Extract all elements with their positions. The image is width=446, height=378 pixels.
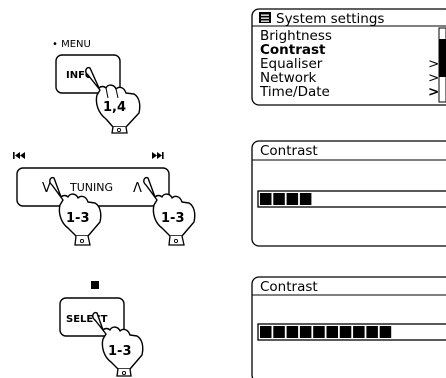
contrast-screen-low: Contrast <box>251 140 446 247</box>
tuning-down-symbol[interactable]: V <box>42 181 51 196</box>
contrast-segment <box>273 193 285 205</box>
contrast-segment <box>313 326 325 338</box>
menu-item-brightness[interactable]: Brightness <box>260 28 332 44</box>
tuning-up-symbol: Λ <box>133 181 142 196</box>
contrast-segment <box>286 193 299 205</box>
contrast-segment <box>353 326 365 338</box>
select-button-group: SELECT 1-3 <box>59 281 144 377</box>
info-button-group: • MENU INFO 1,4 <box>52 39 141 134</box>
contrast-level-segments <box>260 326 392 338</box>
screen-title: System settings <box>276 11 384 27</box>
contrast-segment <box>326 326 338 338</box>
step-number-label: 1,4 <box>103 100 126 115</box>
step-number-label: 1-3 <box>161 211 185 226</box>
contrast-segment <box>299 193 312 205</box>
menu-item-contrast[interactable]: Contrast <box>260 42 326 58</box>
contrast-level-bar <box>257 323 446 341</box>
step-number-label: 1-3 <box>108 344 132 359</box>
skip-forward-icon <box>152 152 164 159</box>
pointing-hand-icon <box>143 176 196 246</box>
scrollbar[interactable] <box>438 27 446 103</box>
contrast-segment <box>286 326 299 338</box>
submenu-arrow: > <box>428 84 439 100</box>
pointing-hand-icon <box>85 66 141 134</box>
contrast-segment <box>339 326 352 338</box>
info-button-label: INFO <box>66 70 93 81</box>
stop-square-icon <box>91 281 99 289</box>
menu-item-time-date[interactable]: Time/Date <box>259 84 330 100</box>
screen-title: Contrast <box>260 279 318 295</box>
tuning-button-label: TUNING <box>69 181 113 194</box>
contrast-level-bar <box>257 190 446 208</box>
screen-title: Contrast <box>260 143 318 159</box>
select-button[interactable] <box>59 297 125 337</box>
pointing-hand-icon <box>49 176 102 246</box>
contrast-screen-high: Contrast <box>251 276 446 378</box>
pointing-hand-icon <box>92 311 144 377</box>
contrast-segment <box>273 326 285 338</box>
contrast-segment <box>299 326 312 338</box>
menu-label: • MENU <box>52 39 91 50</box>
menu-list-icon <box>259 12 271 23</box>
tuning-button-group: V TUNING Λ 1-3 1-3 <box>13 152 196 246</box>
contrast-segment <box>379 326 392 338</box>
menu-item-equaliser[interactable]: Equaliser <box>260 56 323 72</box>
contrast-segment <box>260 326 272 338</box>
step-number-label: 1-3 <box>66 211 90 226</box>
system-settings-screen: System settings Brightness Contrast Equa… <box>251 8 446 106</box>
contrast-segment <box>366 326 378 338</box>
submenu-arrow: > <box>428 70 439 86</box>
select-button-label: SELECT <box>66 314 108 325</box>
menu-item-network[interactable]: Network <box>260 70 317 86</box>
contrast-level-segments <box>260 193 312 205</box>
submenu-arrow: > <box>428 56 439 72</box>
contrast-segment <box>260 193 272 205</box>
skip-back-icon <box>13 152 25 159</box>
